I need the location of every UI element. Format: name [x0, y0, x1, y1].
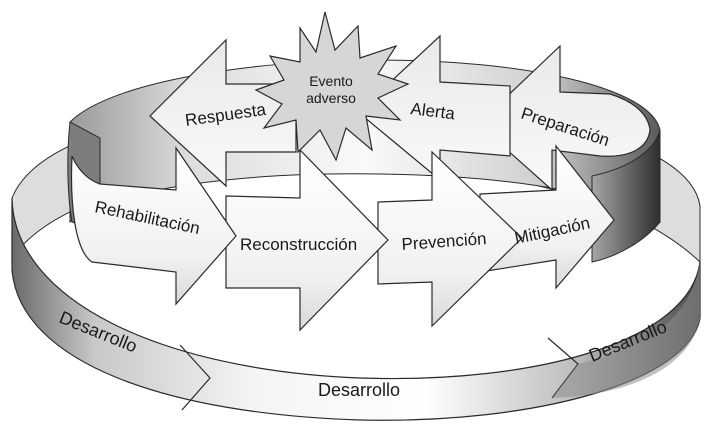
labels: Respuesta Alerta Preparación Evento adve… [57, 73, 670, 400]
label-adverso: adverso [306, 90, 356, 106]
arrow-alerta [357, 34, 511, 182]
arrow-preparacion [477, 44, 651, 192]
arrow-prevencion [377, 150, 523, 328]
arrow-reconstruccion [225, 148, 389, 332]
label-reconstruccion: Reconstrucción [240, 235, 357, 254]
arrow-mitigacion [479, 144, 615, 290]
label-evento: Evento [309, 73, 353, 89]
lower-arrows [70, 144, 615, 332]
upper-arrows [149, 34, 651, 192]
arrow-respuesta [149, 38, 297, 188]
label-desarrollo-center: Desarrollo [318, 380, 400, 400]
inner-ring-right-end [591, 129, 661, 263]
starburst-shape [254, 11, 410, 162]
outer-band-divider-left [179, 344, 211, 411]
arrow-rehabilitacion [70, 146, 237, 306]
outer-band-right-shade [552, 262, 700, 398]
adverse-event-starburst [254, 11, 410, 162]
